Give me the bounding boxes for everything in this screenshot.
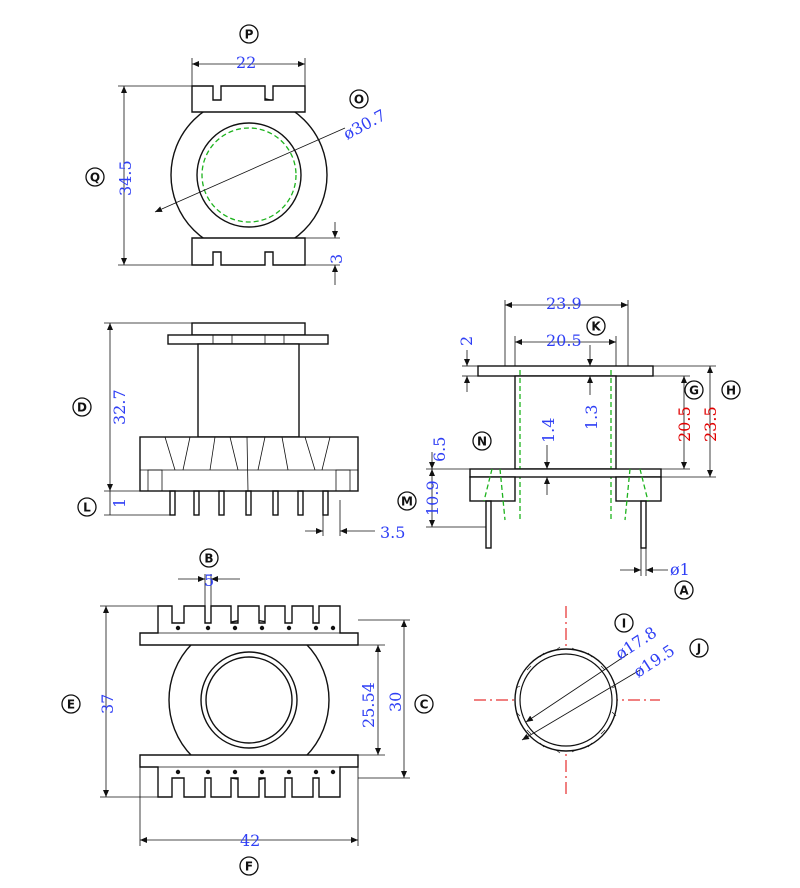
top-diameter-text: ø30.7 [340, 106, 389, 144]
bottom-upper-comb [139, 605, 359, 646]
outer-height-text: 23.5 [701, 406, 720, 442]
bottom-pin-dots [175, 625, 336, 775]
svg-text:J: J [696, 642, 701, 656]
pin-height-text: 10.9 [423, 480, 442, 516]
svg-text:N: N [477, 435, 487, 449]
label-g: G [684, 380, 704, 400]
pin-diameter-text: ø1 [670, 560, 690, 579]
svg-text:A: A [679, 584, 689, 598]
svg-text:M: M [401, 495, 413, 509]
bottom-tube-outer [200, 651, 298, 749]
front-height-text: 32.7 [110, 389, 129, 425]
bottom-inner-text: 25.54 [359, 682, 378, 728]
pin-pitch-text: 3.5 [380, 523, 405, 542]
side-base-left [469, 476, 516, 502]
tube-hatching [515, 646, 617, 754]
front-view: 32.7 1 3.5 [104, 322, 405, 542]
svg-text:E: E [67, 698, 75, 712]
svg-text:K: K [591, 320, 601, 334]
front-pins [169, 490, 329, 516]
callout-labels: P O Q D L K G H N M A B E C F I J [61, 24, 741, 876]
side-outer-width-text: 23.9 [546, 294, 582, 313]
base-height-text: 6.5 [430, 437, 449, 462]
label-f: F [239, 856, 259, 876]
bottom-tube-inner [205, 656, 293, 744]
side-pin-left [485, 500, 492, 549]
front-base [139, 436, 359, 492]
svg-text:P: P [245, 28, 254, 42]
svg-text:B: B [204, 552, 213, 566]
svg-text:C: C [420, 698, 429, 712]
top-width-text: 22 [236, 53, 256, 72]
tube-section: ø17.8 ø19.5 [474, 606, 678, 796]
label-d: D [72, 397, 92, 417]
front-base-slots [147, 436, 351, 492]
svg-text:H: H [726, 384, 736, 398]
tube-inner-circle [519, 653, 613, 747]
label-l: L [77, 497, 97, 517]
label-i: I [614, 613, 634, 633]
label-p: P [239, 24, 259, 44]
front-top-flange [191, 322, 306, 336]
tab-height-text: 3 [327, 254, 346, 264]
label-n: N [472, 431, 492, 451]
inner-height-text: 20.5 [675, 406, 694, 442]
bottom-width-text: 42 [240, 831, 260, 850]
flange-thickness-text: 2 [457, 336, 476, 346]
top-view-tube-hidden [201, 127, 297, 223]
inner-step-text: 1.3 [582, 405, 601, 430]
label-k: K [586, 316, 606, 336]
label-q: Q [85, 167, 105, 187]
top-height-text: 34.5 [116, 160, 135, 196]
front-top-plate [167, 334, 329, 345]
bottom-view: 5 42 37 25.54 30 [98, 571, 410, 850]
label-j: J [689, 638, 709, 658]
svg-text:Q: Q [90, 171, 100, 185]
label-o: O [349, 89, 369, 109]
label-a: A [674, 580, 694, 600]
label-e: E [61, 694, 81, 714]
bottom-height-text: 37 [98, 694, 117, 714]
top-view: ø30.7 22 34.5 3 [116, 53, 389, 285]
top-view-lower-flange [191, 237, 306, 266]
label-b: B [199, 548, 219, 568]
svg-text:L: L [83, 501, 91, 515]
label-m: M [397, 491, 417, 511]
side-view: 23.9 20.5 2 1.3 1.4 6.5 10.9 20.5 [423, 294, 720, 579]
label-h: H [721, 380, 741, 400]
bottom-mid-text: 30 [386, 692, 405, 712]
side-top-flange [477, 365, 654, 377]
side-base-right [615, 476, 662, 502]
side-inner-width-text: 20.5 [546, 331, 582, 350]
svg-text:O: O [354, 93, 364, 107]
side-tube [514, 375, 617, 470]
pin-length-text: 1 [110, 498, 129, 508]
side-pin-right [640, 500, 647, 549]
label-c: C [414, 694, 434, 714]
svg-text:F: F [245, 860, 253, 874]
bottom-lower-comb [139, 754, 359, 798]
svg-text:I: I [622, 617, 626, 631]
wall-text: 1.4 [539, 418, 558, 443]
top-view-upper-flange [191, 85, 306, 113]
top-view-diameter-leader [154, 127, 346, 213]
top-view-outer-circle [170, 96, 328, 254]
svg-text:D: D [77, 401, 87, 415]
svg-text:G: G [689, 384, 699, 398]
top-view-tube-outer [196, 122, 302, 228]
bottom-pitch-text: 5 [204, 571, 214, 590]
front-tube [197, 343, 300, 438]
side-base-plate [469, 468, 662, 478]
